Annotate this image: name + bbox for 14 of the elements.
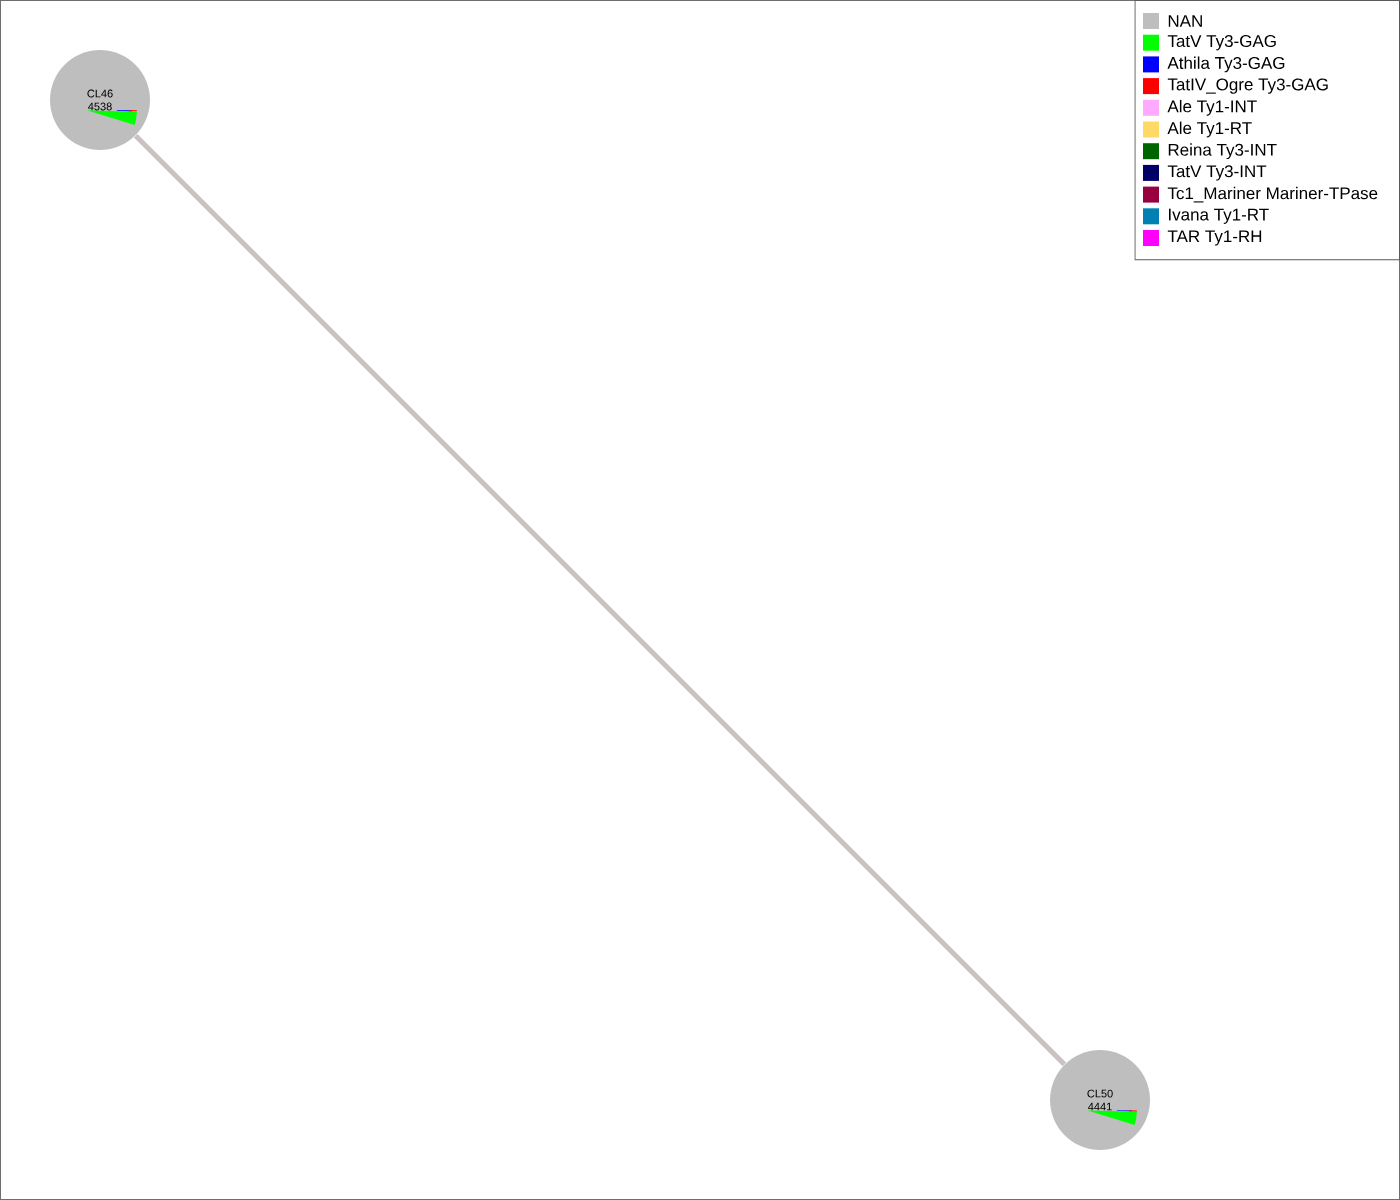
legend-label: TatV Ty3-GAG [1167,35,1276,51]
legend-label: Reina Ty3-INT [1168,143,1277,160]
legend-label: TAR Ty1-RH [1167,230,1262,246]
legend-label: Tc1_Mariner Mariner-TPase [1167,186,1378,203]
legend-label: Ale Ty1-INT [1167,99,1257,116]
legend-label: Ale Ty1-RT [1167,121,1252,138]
legend-label: Ivana Ty1-RT [1169,208,1269,224]
legend-label: NAN [1168,15,1202,27]
legend-label: TatV Ty3-INT [1167,165,1267,181]
connector-line [133,133,1067,1067]
legend-label: Athila Ty3-GAG [1167,56,1285,73]
legend-label: TatIV_Ogre Ty3-GAG [1167,78,1328,94]
pie-chart-node: CL46 4538 [50,50,150,150]
pie-chart-node: CL50 4441 [1050,1050,1150,1150]
